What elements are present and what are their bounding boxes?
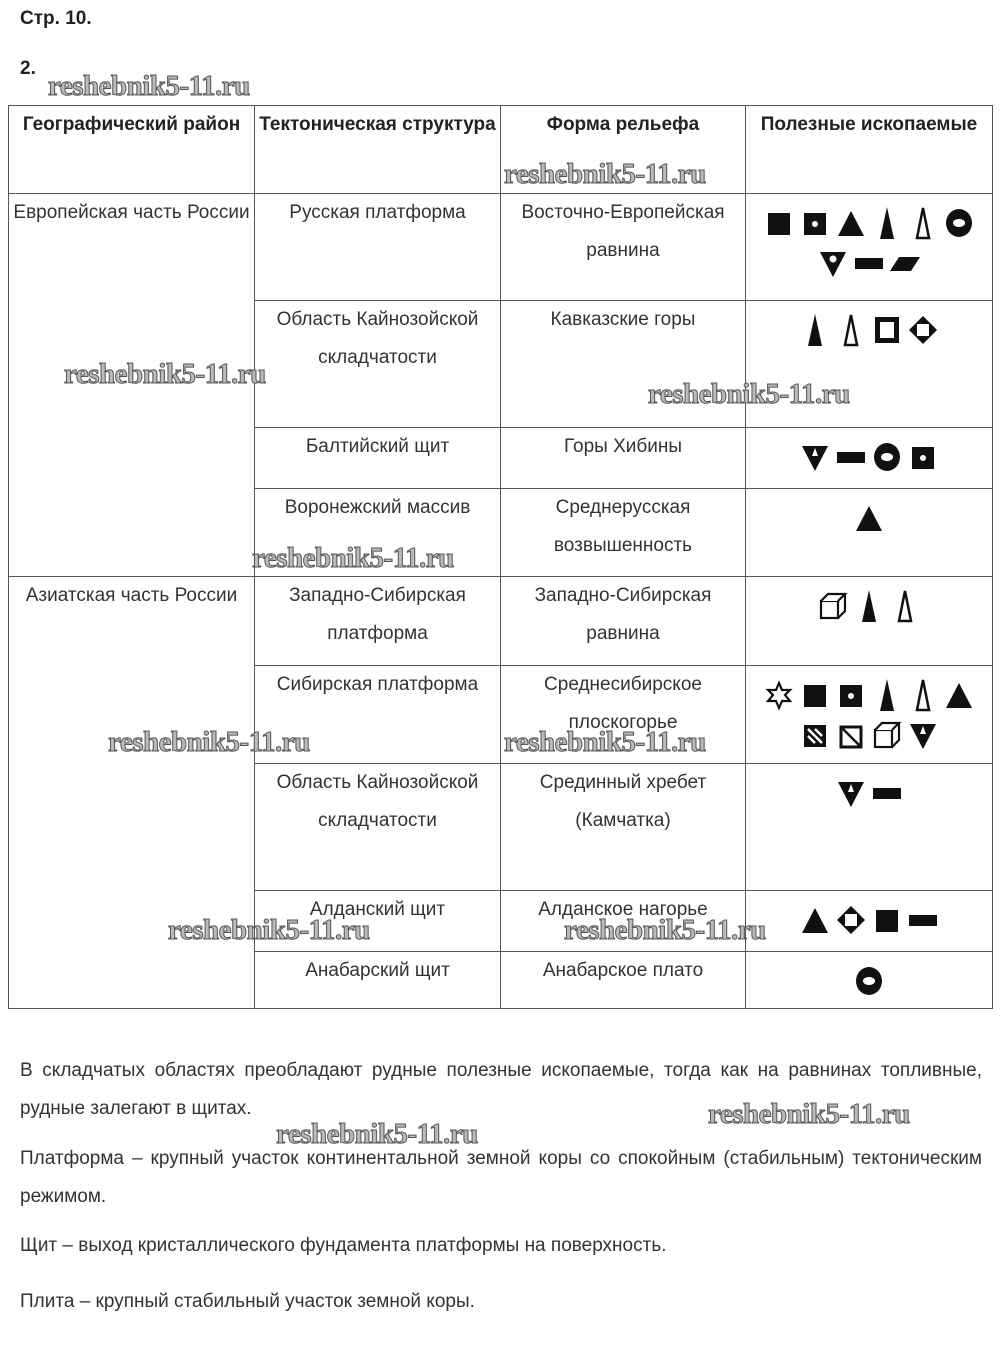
cone-filled-icon xyxy=(800,313,830,347)
header-structure: Тектоническая структура xyxy=(254,105,501,194)
bar-icon xyxy=(908,903,938,937)
header-minerals: Полезные ископаемые xyxy=(745,105,993,194)
cone-filled-icon xyxy=(854,589,884,623)
triangle-filled-icon xyxy=(836,206,866,240)
minerals-cell xyxy=(745,890,993,952)
minerals-cell xyxy=(745,665,993,764)
minerals-cell xyxy=(745,763,993,891)
relief-cell: Алданское нагорье xyxy=(500,890,746,952)
relief-cell: Восточно-Европейская равнина xyxy=(500,193,746,301)
ring-icon xyxy=(854,964,884,998)
triangle-down-tri-icon xyxy=(908,718,938,752)
table-header-row: Географический район Тектоническая струк… xyxy=(8,105,993,194)
square-filled-icon xyxy=(800,678,830,712)
relief-cell: Горы Хибины xyxy=(500,427,746,489)
page-label: Стр. 10. xyxy=(20,8,92,29)
bar-icon xyxy=(872,776,902,810)
parallelogram-icon xyxy=(890,246,920,280)
cone-filled-icon xyxy=(872,206,902,240)
cone-outline-icon xyxy=(836,313,866,347)
watermark: reshebnik5-11.ru xyxy=(48,70,251,103)
ring-icon xyxy=(944,206,974,240)
triangle-filled-icon xyxy=(854,501,884,535)
diamond-outline-icon xyxy=(836,903,866,937)
relief-cell: Срединный хребет (Камчатка) xyxy=(500,763,746,891)
relief-cell: Кавказские горы xyxy=(500,300,746,428)
geology-table: Географический район Тектоническая струк… xyxy=(8,105,993,1009)
structure-cell: Воронежский массив xyxy=(254,488,501,577)
diamond-outline-icon xyxy=(908,313,938,347)
structure-cell: Русская платформа xyxy=(254,193,501,301)
square-filled-icon xyxy=(764,206,794,240)
structure-cell: Балтийский щит xyxy=(254,427,501,489)
header-region: Географический район xyxy=(8,105,255,194)
cone-outline-icon xyxy=(908,678,938,712)
region-cell: Европейская часть России xyxy=(8,193,255,577)
minerals-cell xyxy=(745,488,993,577)
square-hatched-icon xyxy=(800,718,830,752)
relief-cell: Западно-Сибирская равнина xyxy=(500,576,746,666)
relief-cell: Среднесибирское плоскогорье xyxy=(500,665,746,764)
task-number: 2. xyxy=(20,58,36,79)
cube-icon xyxy=(872,718,902,752)
structure-cell: Западно-Сибирская платформа xyxy=(254,576,501,666)
structure-cell: Область Кайнозойской складчатости xyxy=(254,763,501,891)
triangle-filled-icon xyxy=(800,903,830,937)
cone-filled-icon xyxy=(872,678,902,712)
bar-icon xyxy=(836,440,866,474)
cube-icon xyxy=(818,589,848,623)
star-icon xyxy=(764,678,794,712)
triangle-down-tri-icon xyxy=(836,776,866,810)
minerals-cell xyxy=(745,193,993,301)
minerals-cell xyxy=(745,951,993,1009)
relief-cell: Анабарское плато xyxy=(500,951,746,1009)
region-cell: Азиатская часть России xyxy=(8,576,255,1009)
bar-icon xyxy=(854,246,884,280)
paragraph-folded-areas: В складчатых областях преобладают рудные… xyxy=(20,1060,982,1119)
square-filled-icon xyxy=(872,903,902,937)
structure-cell: Область Кайнозойской складчатости xyxy=(254,300,501,428)
triangle-down-tri-icon xyxy=(800,440,830,474)
header-relief: Форма рельефа xyxy=(500,105,746,194)
triangle-down-dot-icon xyxy=(818,246,848,280)
minerals-cell xyxy=(745,576,993,666)
ring-icon xyxy=(872,440,902,474)
square-outline-icon xyxy=(872,313,902,347)
structure-cell: Сибирская платформа xyxy=(254,665,501,764)
structure-cell: Анабарский щит xyxy=(254,951,501,1009)
square-diagonal-icon xyxy=(836,718,866,752)
minerals-cell xyxy=(745,300,993,428)
structure-cell: Алданский щит xyxy=(254,890,501,952)
relief-cell: Среднерусская возвышенность xyxy=(500,488,746,577)
paragraph-plate: Плита – крупный стабильный участок земно… xyxy=(20,1291,475,1312)
square-dot-icon xyxy=(800,206,830,240)
square-dot-icon xyxy=(836,678,866,712)
square-dot-icon xyxy=(908,440,938,474)
paragraph-platform: Платформа – крупный участок континенталь… xyxy=(20,1148,982,1207)
minerals-cell xyxy=(745,427,993,489)
cone-outline-icon xyxy=(890,589,920,623)
triangle-filled-icon xyxy=(944,678,974,712)
cone-outline-icon xyxy=(908,206,938,240)
paragraph-shield: Щит – выход кристаллического фундамента … xyxy=(20,1235,667,1256)
